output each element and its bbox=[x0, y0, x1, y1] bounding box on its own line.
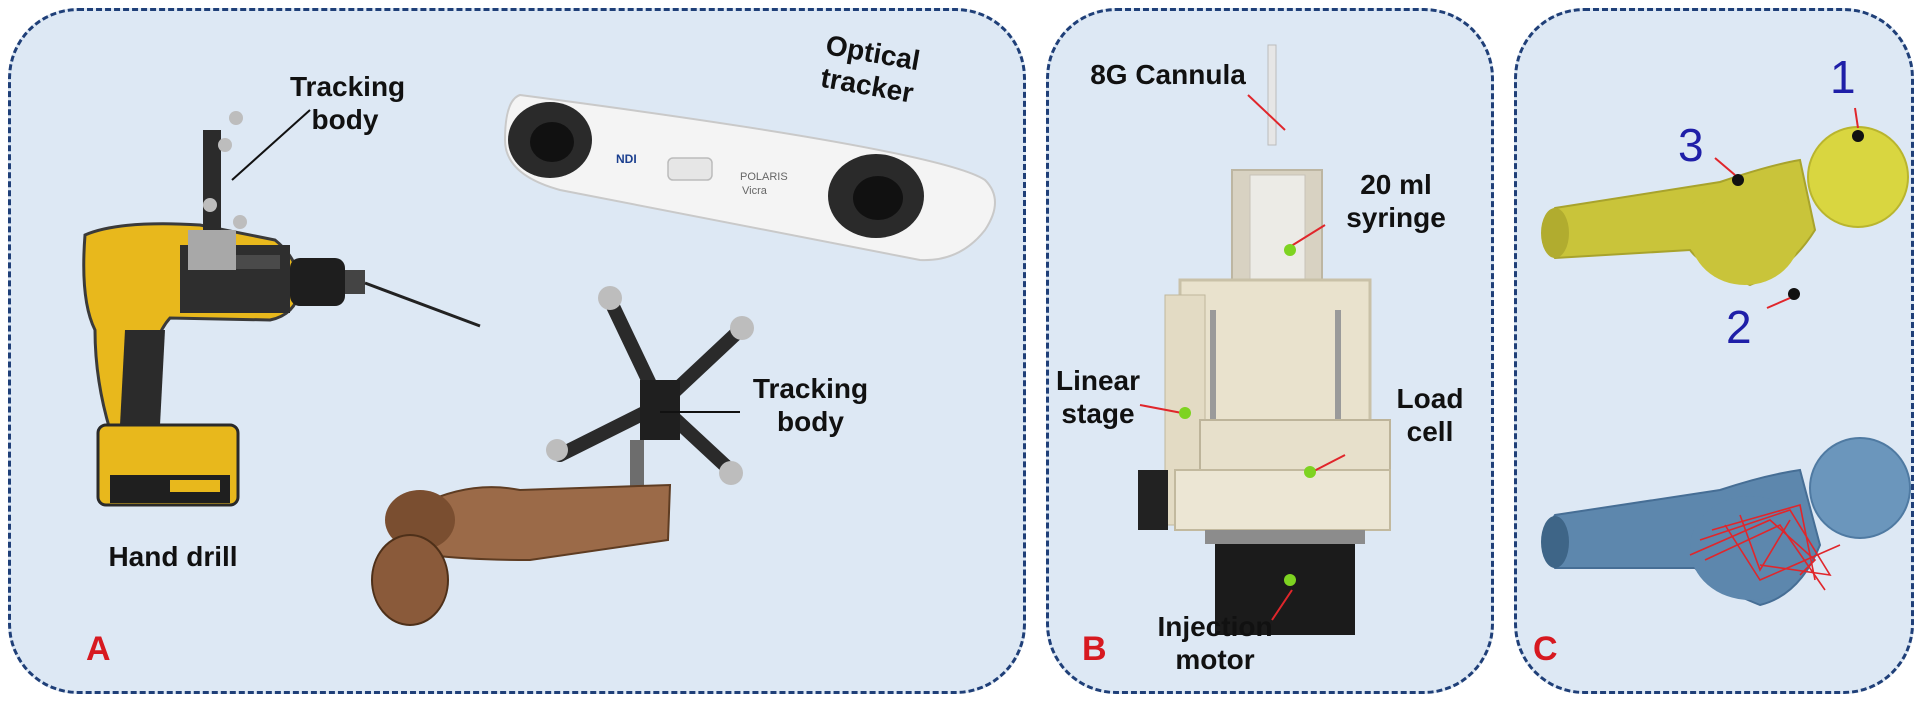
label-tracking-body-top: Tracking body bbox=[290, 71, 406, 135]
optical-tracker-device: NDI POLARIS Vicra bbox=[503, 93, 996, 262]
landmark-number-1: 1 bbox=[1830, 51, 1856, 103]
tracker-product-text: POLARIS bbox=[740, 171, 788, 183]
label-cannula: 8G Cannula bbox=[1090, 59, 1246, 90]
panel-c bbox=[1514, 8, 1914, 694]
femur-model-blue bbox=[1541, 437, 1911, 607]
panel-letter-a: A bbox=[86, 630, 111, 668]
bone-tracking-body bbox=[546, 286, 754, 495]
femur-model-yellow bbox=[1541, 107, 1909, 309]
injection-device bbox=[1138, 44, 1391, 635]
landmark-number-3: 3 bbox=[1678, 119, 1704, 171]
label-load-cell: Load cell bbox=[1396, 383, 1464, 447]
tracker-brand-text: NDI bbox=[616, 152, 637, 166]
label-hand-drill: Hand drill bbox=[108, 541, 238, 572]
landmark-number-2: 2 bbox=[1726, 301, 1752, 353]
tracker-model-text: Vicra bbox=[742, 185, 768, 197]
hand-drill bbox=[82, 111, 481, 507]
femur-specimen bbox=[371, 483, 672, 626]
panel-letter-b: B bbox=[1082, 630, 1107, 668]
label-injection-motor: Injection motor bbox=[1157, 611, 1273, 675]
panel-letter-c: C bbox=[1533, 630, 1558, 668]
drill-paths bbox=[1689, 503, 1841, 591]
label-syringe: 20 ml syringe bbox=[1346, 169, 1446, 233]
label-tracking-body-bottom: Tracking body bbox=[752, 373, 869, 437]
label-linear-stage: Linear stage bbox=[1055, 365, 1141, 429]
